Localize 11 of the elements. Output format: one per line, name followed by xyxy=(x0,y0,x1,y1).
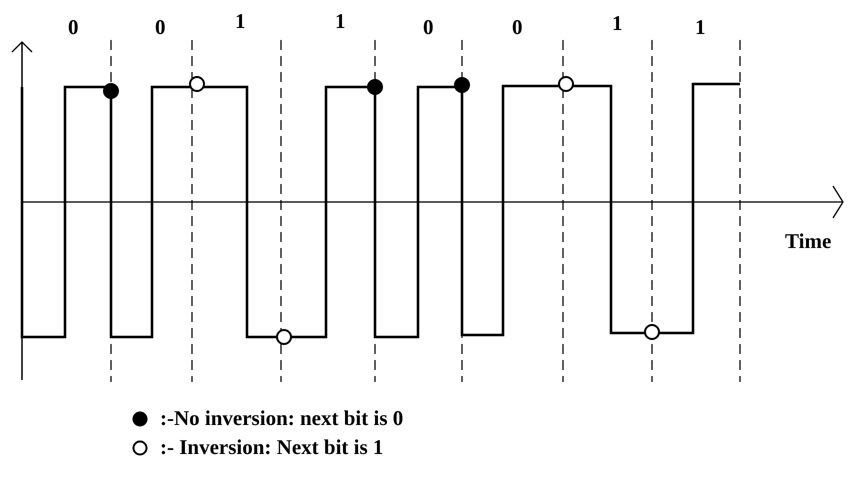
bit-label: 1 xyxy=(335,11,346,32)
bit-label: 1 xyxy=(612,13,622,34)
bit-label: 0 xyxy=(68,17,78,38)
legend-text: :- Inversion: Next bit is 1 xyxy=(160,437,384,458)
bit-label: 1 xyxy=(235,11,246,32)
legend-text: :-No inversion: next bit is 0 xyxy=(160,408,404,429)
bit-label: 1 xyxy=(695,17,706,38)
bit-label: 0 xyxy=(423,17,434,38)
axis-label: Time xyxy=(785,231,832,252)
bit-label: 0 xyxy=(512,17,522,38)
bit-label: 0 xyxy=(155,17,166,38)
